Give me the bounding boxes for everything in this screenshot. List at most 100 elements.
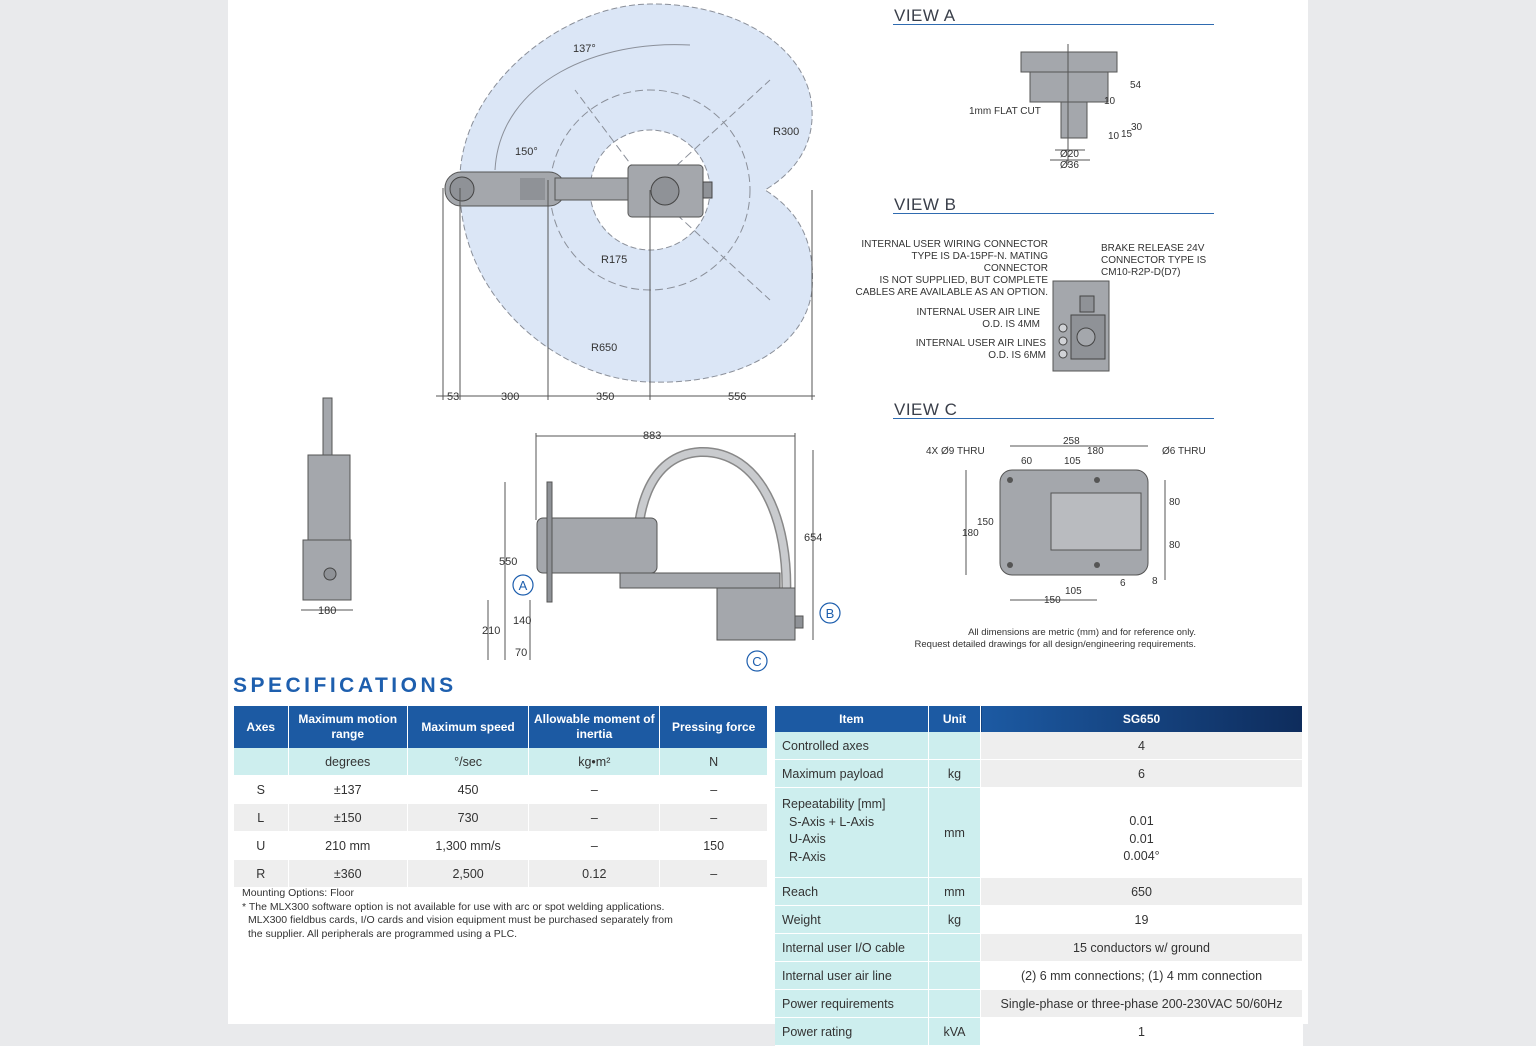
view-c-dim-180-top: 180 bbox=[1087, 446, 1104, 457]
view-c-dim-105-top: 105 bbox=[1064, 456, 1081, 467]
view-c-dim-6: 6 bbox=[1120, 578, 1126, 589]
units-row: degrees °/sec kg•m² N bbox=[234, 748, 768, 776]
col-pressing-force: Pressing force bbox=[659, 706, 768, 748]
callout-a: A bbox=[519, 578, 528, 593]
table-cell: – bbox=[528, 831, 661, 860]
item-value: 650 bbox=[980, 877, 1303, 906]
repeatability-unit: mm bbox=[928, 787, 981, 878]
table-row: Internal user air line (2) 6 mm connecti… bbox=[775, 961, 1303, 990]
view-c-title: VIEW C bbox=[894, 400, 958, 419]
col-motion-range: Maximum motion range bbox=[288, 706, 408, 748]
radius-label-outer: R300 bbox=[773, 126, 799, 138]
item-label: Maximum payload bbox=[775, 759, 929, 788]
table-cell: N bbox=[659, 748, 768, 776]
table-cell: – bbox=[528, 775, 661, 804]
view-c-rule bbox=[893, 418, 1214, 419]
mounting-options-note: Mounting Options: Floor bbox=[242, 887, 355, 899]
view-c-dim-8: 8 bbox=[1152, 576, 1158, 587]
table-cell: 450 bbox=[407, 775, 530, 804]
dimension-disclaimer: All dimensions are metric (mm) and for r… bbox=[914, 627, 1196, 650]
view-a-dia-20: Ø20 bbox=[1060, 149, 1079, 160]
angle-label-inner: 150° bbox=[515, 146, 538, 158]
table-cell: L bbox=[234, 803, 289, 832]
robot-drawings: 137° 150° R300 R175 R650 53 300 350 556 … bbox=[301, 3, 1206, 672]
view-a-dia-36: Ø36 bbox=[1060, 160, 1079, 171]
specifications-title: SPECIFICATIONS bbox=[233, 674, 457, 697]
table-cell: – bbox=[659, 803, 768, 832]
item-label: Reach bbox=[775, 877, 929, 906]
view-c-dim-60: 60 bbox=[1021, 456, 1033, 467]
table-cell: 1,300 mm/s bbox=[407, 831, 530, 860]
table-cell: degrees bbox=[288, 748, 408, 776]
table-cell bbox=[234, 748, 289, 776]
view-b-air-4mm-note: INTERNAL USER AIR LINE O.D. IS 4MM bbox=[916, 307, 1040, 330]
table-cell: ±150 bbox=[288, 803, 408, 832]
col-inertia: Allowable moment of inertia bbox=[528, 706, 661, 748]
repeatability-row: Repeatability [mm] S-Axis + L-Axis U-Axi… bbox=[775, 787, 1303, 878]
view-c-dim-180-left: 180 bbox=[962, 528, 979, 539]
table-cell: – bbox=[659, 859, 768, 888]
view-c-drawing bbox=[965, 445, 1166, 601]
angle-label-outer: 137° bbox=[573, 43, 596, 55]
item-label: Power requirements bbox=[775, 989, 929, 1018]
item-value: 6 bbox=[980, 759, 1303, 788]
mlx300-note-1: * The MLX300 software option is not avai… bbox=[242, 900, 665, 913]
item-value: 1 bbox=[980, 1017, 1303, 1046]
item-value: (2) 6 mm connections; (1) 4 mm connectio… bbox=[980, 961, 1303, 990]
item-value: Single-phase or three-phase 200-230VAC 5… bbox=[980, 989, 1303, 1018]
dim-556: 556 bbox=[728, 391, 746, 403]
item-value: 19 bbox=[980, 905, 1303, 934]
item-unit bbox=[928, 989, 981, 1018]
mlx300-note-2: MLX300 fieldbus cards, I/O cards and vis… bbox=[248, 914, 673, 926]
table-row: S ±137 450 – – bbox=[234, 775, 768, 804]
col-unit: Unit bbox=[928, 706, 981, 732]
repeatability-label: Repeatability [mm] S-Axis + L-Axis U-Axi… bbox=[775, 787, 929, 878]
spec-footnotes: Mounting Options: Floor * The MLX300 sof… bbox=[242, 887, 673, 941]
view-b-title: VIEW B bbox=[894, 195, 957, 214]
table-row: R ±360 2,500 0.12 – bbox=[234, 859, 768, 888]
view-c-dim-258: 258 bbox=[1063, 436, 1080, 447]
item-label: Internal user I/O cable bbox=[775, 933, 929, 962]
item-label: Controlled axes bbox=[775, 732, 929, 760]
view-a-drawing bbox=[1020, 44, 1118, 165]
repeatability-values: 0.01 0.01 0.004° bbox=[980, 787, 1303, 878]
table-row: Weight kg 19 bbox=[775, 905, 1303, 934]
table-cell: 0.12 bbox=[528, 859, 661, 888]
col-model: SG650 bbox=[980, 706, 1303, 732]
table-cell: U bbox=[234, 831, 289, 860]
table-cell: °/sec bbox=[407, 748, 530, 776]
view-c-holes-left: 4X Ø9 THRU bbox=[926, 446, 985, 457]
item-value: 4 bbox=[980, 732, 1303, 760]
col-axes: Axes bbox=[234, 706, 289, 748]
side-overall-width: 883 bbox=[643, 430, 661, 442]
item-unit: kg bbox=[928, 759, 981, 788]
item-label: Weight bbox=[775, 905, 929, 934]
table-cell: ±137 bbox=[288, 775, 408, 804]
view-c-dim-150-left: 150 bbox=[977, 517, 994, 528]
item-value: 15 conductors w/ ground bbox=[980, 933, 1303, 962]
view-b-brake-note: BRAKE RELEASE 24V CONNECTOR TYPE IS CM10… bbox=[1101, 243, 1207, 278]
view-a-dim-10b: 10 bbox=[1108, 131, 1120, 142]
item-unit bbox=[928, 732, 981, 760]
robot-side-view bbox=[536, 446, 804, 641]
table-row: Power requirements Single-phase or three… bbox=[775, 989, 1303, 1018]
view-b-drawing bbox=[1052, 280, 1110, 372]
view-c-holes-right: Ø6 THRU bbox=[1162, 446, 1206, 457]
table-cell: 730 bbox=[407, 803, 530, 832]
table-row: Power rating kVA 1 bbox=[775, 1017, 1303, 1046]
table-row: U 210 mm 1,300 mm/s – 150 bbox=[234, 831, 768, 860]
view-a-dim-54: 54 bbox=[1130, 80, 1142, 91]
model-header-row: Item Unit SG650 bbox=[775, 706, 1303, 732]
table-cell: kg•m² bbox=[528, 748, 661, 776]
view-b-rule bbox=[893, 213, 1214, 214]
side-stroke-210: 210 bbox=[482, 625, 500, 637]
side-height-total: 654 bbox=[804, 532, 822, 544]
item-unit bbox=[928, 933, 981, 962]
view-a-dim-15: 15 bbox=[1121, 129, 1133, 140]
view-a-flat-cut: 1mm FLAT CUT bbox=[969, 106, 1041, 117]
view-c-dim-80b: 80 bbox=[1169, 540, 1181, 551]
axes-spec-table: Axes Maximum motion range Maximum speed … bbox=[234, 706, 768, 888]
table-cell: 150 bbox=[659, 831, 768, 860]
col-max-speed: Maximum speed bbox=[407, 706, 530, 748]
table-cell: – bbox=[528, 803, 661, 832]
